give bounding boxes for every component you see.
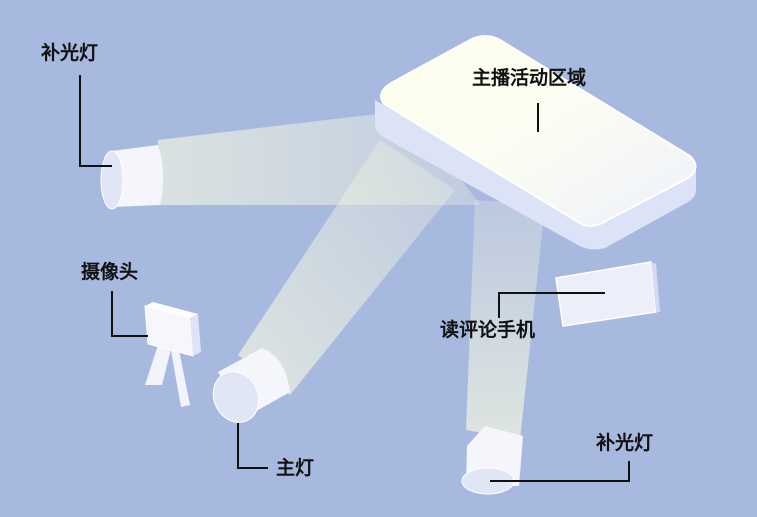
fill-light-top-label: 补光灯 bbox=[41, 42, 99, 64]
fill-light-bottom-leader-line bbox=[490, 461, 630, 482]
comment-phone-leader-line bbox=[498, 292, 605, 318]
main-light-icon bbox=[212, 348, 290, 423]
main-light-label: 主灯 bbox=[276, 457, 315, 479]
comment-phone-label: 读评论手机 bbox=[440, 319, 536, 341]
main-light-leader-line bbox=[237, 423, 268, 469]
fill-light-bottom-beam bbox=[466, 200, 545, 440]
comment-phone bbox=[555, 261, 660, 327]
camera-icon bbox=[144, 302, 201, 407]
camera-label: 摄像头 bbox=[81, 261, 139, 283]
fill-light-top-icon bbox=[100, 145, 164, 210]
fill-light-bottom-label: 补光灯 bbox=[596, 432, 654, 454]
main-light-beam bbox=[238, 140, 455, 395]
fill-light-bottom-icon bbox=[461, 426, 523, 495]
stream-area-label: 主播活动区域 bbox=[472, 67, 587, 89]
fill-light-top-leader-line bbox=[79, 75, 112, 167]
camera-leader-line bbox=[111, 291, 148, 337]
